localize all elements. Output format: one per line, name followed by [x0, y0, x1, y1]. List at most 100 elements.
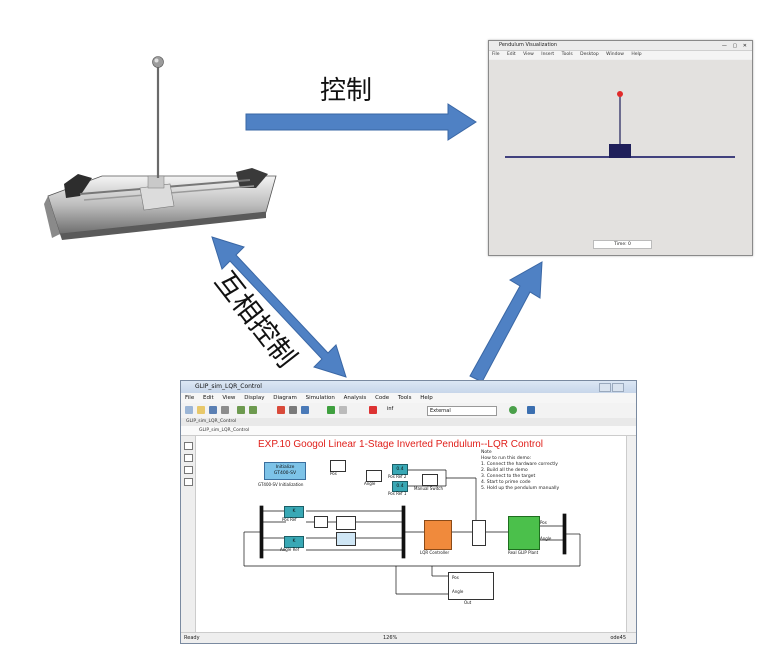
init-caption: GT400-SV Initialization — [258, 482, 304, 487]
model-breadcrumb[interactable]: GLIP_sim_LQR_Control — [181, 426, 636, 436]
run-icon[interactable] — [327, 406, 335, 414]
visualization-window: Pendulum Visualization — ▢ ✕ File Edit V… — [488, 40, 753, 256]
sim-time-field[interactable]: inf — [387, 406, 394, 412]
zoom-icon[interactable] — [184, 442, 193, 450]
plant-port-pos: Pos — [540, 520, 547, 525]
sum-block-1[interactable] — [314, 516, 328, 528]
new-model-icon[interactable] — [185, 406, 193, 414]
plant-caption: Real GLIP Plant — [508, 550, 539, 555]
pos-scope[interactable] — [330, 460, 346, 472]
sl-menu-file[interactable]: File — [185, 395, 195, 401]
undo-icon[interactable] — [237, 406, 245, 414]
menu-view[interactable]: View — [523, 52, 534, 57]
angle-ref-block[interactable]: K — [284, 536, 304, 548]
build-icon[interactable] — [509, 406, 517, 414]
menu-help[interactable]: Help — [631, 52, 642, 57]
model-tab[interactable]: GLIP_sim_LQR_Control — [181, 418, 636, 426]
menu-file[interactable]: File — [492, 52, 500, 57]
left-toolbar — [181, 436, 196, 633]
menu-insert[interactable]: Insert — [541, 52, 555, 57]
menu-tools[interactable]: Tools — [561, 52, 573, 57]
visualization-menubar: File Edit View Insert Tools Desktop Wind… — [489, 51, 752, 59]
plant-port-angle: Angle — [540, 536, 552, 541]
annotation-icon[interactable] — [184, 466, 193, 474]
output-scope-port-pos: Pos — [452, 575, 459, 580]
plant-block[interactable] — [508, 516, 540, 550]
sl-menu-code[interactable]: Code — [375, 395, 390, 401]
stop-icon[interactable] — [339, 406, 347, 414]
pos-ref-block[interactable]: K — [284, 506, 304, 518]
sl-menu-view[interactable]: View — [222, 395, 236, 401]
status-ready: Ready — [184, 635, 200, 641]
visualization-title: Pendulum Visualization — [499, 42, 558, 48]
status-solver: ode45 — [610, 635, 626, 641]
menu-edit[interactable]: Edit — [506, 52, 516, 57]
fit-view-icon[interactable] — [184, 454, 193, 462]
angle-ref-label: Angle Ref — [280, 547, 300, 552]
angle-scope-label: Angle — [364, 481, 376, 486]
simulink-menubar: File Edit View Display Diagram Simulatio… — [181, 393, 636, 403]
signal-lines — [243, 469, 581, 595]
menu-window[interactable]: Window — [606, 52, 624, 57]
simulink-title: GLIP_sim_LQR_Control — [195, 383, 262, 390]
output-scope-caption: Out — [464, 600, 472, 605]
output-scope-block[interactable] — [448, 572, 494, 600]
control-label: 控制 — [320, 76, 373, 106]
simulink-toolbar: inf External — [181, 403, 636, 419]
right-arrow — [245, 103, 477, 141]
diagram-note: Note How to run this demo: 1. Connect th… — [481, 450, 560, 491]
record-icon[interactable] — [369, 406, 377, 414]
derivative-block[interactable] — [336, 532, 356, 546]
simulink-window-controls[interactable] — [598, 383, 632, 406]
manual-switch-block[interactable] — [422, 474, 438, 486]
lqr-controller-label: LQR Controller — [420, 550, 450, 555]
refresh-icon[interactable] — [527, 406, 535, 414]
pos-ref-label: Pos Ref — [282, 517, 297, 522]
output-scope-port-angle: Angle — [452, 589, 464, 594]
bidirectional-arrow — [211, 236, 347, 378]
pos-ref1-label: Pos Ref 1 — [388, 491, 407, 496]
visualization-titlebar: Pendulum Visualization — ▢ ✕ — [489, 41, 752, 51]
sl-menu-simulation[interactable]: Simulation — [305, 395, 335, 401]
library-icon[interactable] — [277, 406, 285, 414]
settings-gear-icon[interactable] — [289, 406, 297, 414]
sl-menu-tools[interactable]: Tools — [397, 395, 412, 401]
visualization-status: Time: 0 — [593, 240, 652, 249]
cart-block — [609, 144, 631, 158]
up-right-arrow — [469, 261, 543, 382]
simulink-window: GLIP_sim_LQR_Control File Edit View Disp… — [180, 380, 637, 644]
sl-menu-help[interactable]: Help — [420, 395, 433, 401]
pendulum-bob — [617, 91, 623, 97]
open-icon[interactable] — [197, 406, 205, 414]
simulink-statusbar: Ready 126% ode45 — [181, 632, 636, 643]
pos-ref1-block[interactable]: 0.4 — [392, 481, 408, 492]
status-zoom: 126% — [383, 635, 398, 641]
pendulum-rig-illustration — [44, 56, 277, 240]
sl-menu-edit[interactable]: Edit — [202, 395, 214, 401]
sl-menu-analysis[interactable]: Analysis — [343, 395, 367, 401]
print-icon[interactable] — [221, 406, 229, 414]
sl-menu-diagram[interactable]: Diagram — [273, 395, 297, 401]
menu-desktop[interactable]: Desktop — [580, 52, 599, 57]
lqr-controller-block[interactable] — [424, 520, 452, 550]
diagram-title: EXP.10 Googol Linear 1-Stage Inverted Pe… — [258, 439, 543, 450]
pendulum-animation — [505, 91, 735, 158]
sim-mode-select[interactable]: External — [427, 406, 497, 416]
model-explorer-icon[interactable] — [301, 406, 309, 414]
pos-ref2-label: Pos Ref 2 — [388, 474, 407, 479]
mux-block[interactable] — [472, 520, 486, 546]
manual-switch-label: Manual Switch — [414, 486, 444, 491]
pos-ref2-block[interactable]: 0.4 — [392, 464, 408, 475]
vertical-scrollbar[interactable] — [626, 436, 636, 633]
window-controls[interactable]: — ▢ ✕ — [721, 43, 749, 49]
sl-menu-display[interactable]: Display — [244, 395, 265, 401]
simulink-canvas: EXP.10 Googol Linear 1-Stage Inverted Pe… — [196, 436, 627, 633]
sum-block-2[interactable] — [336, 516, 356, 530]
save-icon[interactable] — [209, 406, 217, 414]
redo-icon[interactable] — [249, 406, 257, 414]
visualization-canvas: Time: 0 — [489, 60, 752, 255]
init-block[interactable]: Initialize GT400-SV — [264, 462, 306, 480]
pos-scope-label: Pos — [330, 471, 337, 476]
angle-scope[interactable] — [366, 470, 382, 482]
image-icon[interactable] — [184, 478, 193, 486]
